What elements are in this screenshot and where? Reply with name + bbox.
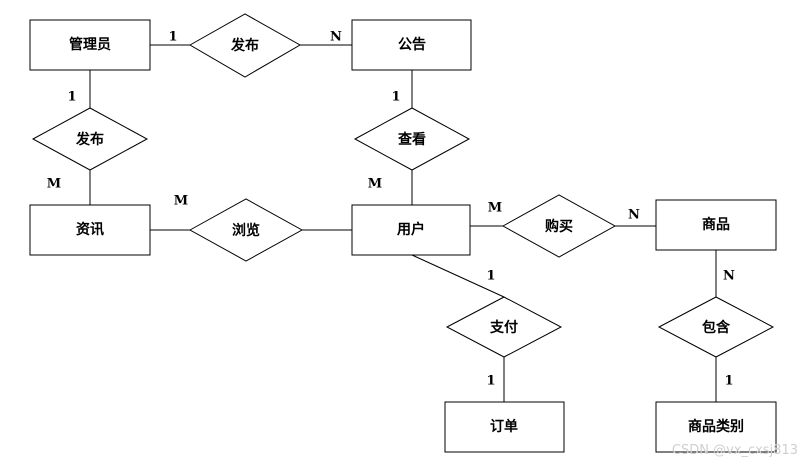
- entity-user-label: 用户: [397, 221, 425, 238]
- cardinality-labels: 1 N 1 M 1 M M M N 1 1 N 1: [47, 30, 735, 389]
- relationship-pay: 支付: [445, 296, 563, 358]
- relationship-pay-label: 支付: [489, 319, 518, 336]
- entity-category-label: 商品类别: [688, 418, 744, 435]
- cardinality-pay-order: 1: [486, 374, 495, 389]
- entity-product: 商品: [655, 199, 777, 251]
- relationship-contain-label: 包含: [702, 319, 731, 336]
- entity-category: 商品类别: [655, 401, 777, 453]
- entity-news-label: 资讯: [76, 221, 104, 238]
- entity-news: 资讯: [29, 204, 151, 256]
- entity-order: 订单: [444, 401, 565, 453]
- relationship-publish-notice-label: 发布: [230, 37, 259, 54]
- entity-order-label: 订单: [490, 418, 518, 435]
- cardinality-pubnews-news: M: [47, 177, 61, 192]
- connector-lines: [89, 44, 717, 402]
- line-user-pay: [411, 254, 505, 298]
- entity-notice: 公告: [351, 19, 472, 71]
- relationship-browse: 浏览: [188, 198, 304, 262]
- cardinality-user-buy: M: [488, 201, 502, 216]
- cardinality-contain-category: 1: [724, 374, 733, 389]
- cardinality-notice-view: 1: [391, 90, 400, 105]
- cardinality-admin-pubnotice: 1: [168, 30, 177, 45]
- entity-admin-label: 管理员: [69, 36, 111, 53]
- relationship-buy: 购买: [501, 194, 617, 258]
- entity-admin: 管理员: [29, 19, 151, 71]
- cardinality-news-browse: M: [174, 194, 188, 209]
- cardinality-user-pay: 1: [486, 269, 495, 284]
- cardinality-pubnotice-notice: N: [330, 30, 342, 45]
- watermark: CSDN @vx_cxsj813: [671, 443, 798, 458]
- relationship-view-label: 查看: [398, 131, 426, 148]
- entity-notice-label: 公告: [398, 36, 426, 53]
- entity-product-label: 商品: [702, 216, 730, 233]
- cardinality-product-contain: N: [723, 269, 735, 284]
- relationship-publish-news-label: 发布: [75, 131, 104, 148]
- relationship-buy-label: 购买: [545, 218, 573, 235]
- entity-user: 用户: [351, 204, 471, 256]
- cardinality-buy-product: N: [628, 208, 640, 223]
- relationship-publish-news: 发布: [31, 107, 149, 171]
- cardinality-admin-pubnews: 1: [67, 90, 76, 105]
- relationship-publish-notice: 发布: [188, 13, 302, 78]
- cardinality-view-user: M: [368, 177, 382, 192]
- relationship-browse-label: 浏览: [232, 222, 260, 239]
- relationship-contain: 包含: [657, 296, 775, 358]
- relationship-view: 查看: [353, 107, 471, 171]
